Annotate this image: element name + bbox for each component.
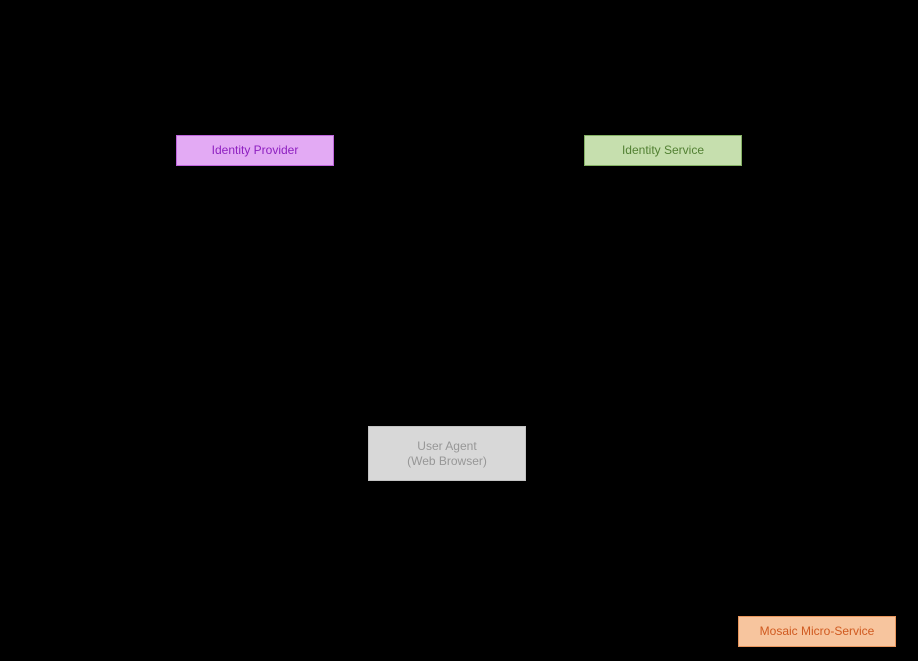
node-user-agent-label: User Agent (Web Browser) xyxy=(407,438,487,468)
node-mosaic-micro-service: Mosaic Micro-Service xyxy=(738,616,896,647)
node-identity-provider-label: Identity Provider xyxy=(211,143,299,157)
node-identity-service: Identity Service xyxy=(584,135,742,166)
node-user-agent: User Agent (Web Browser) xyxy=(368,426,526,481)
node-identity-provider: Identity Provider xyxy=(176,135,334,166)
node-mosaic-micro-service-label: Mosaic Micro-Service xyxy=(759,624,875,638)
node-identity-service-label: Identity Service xyxy=(621,143,705,157)
